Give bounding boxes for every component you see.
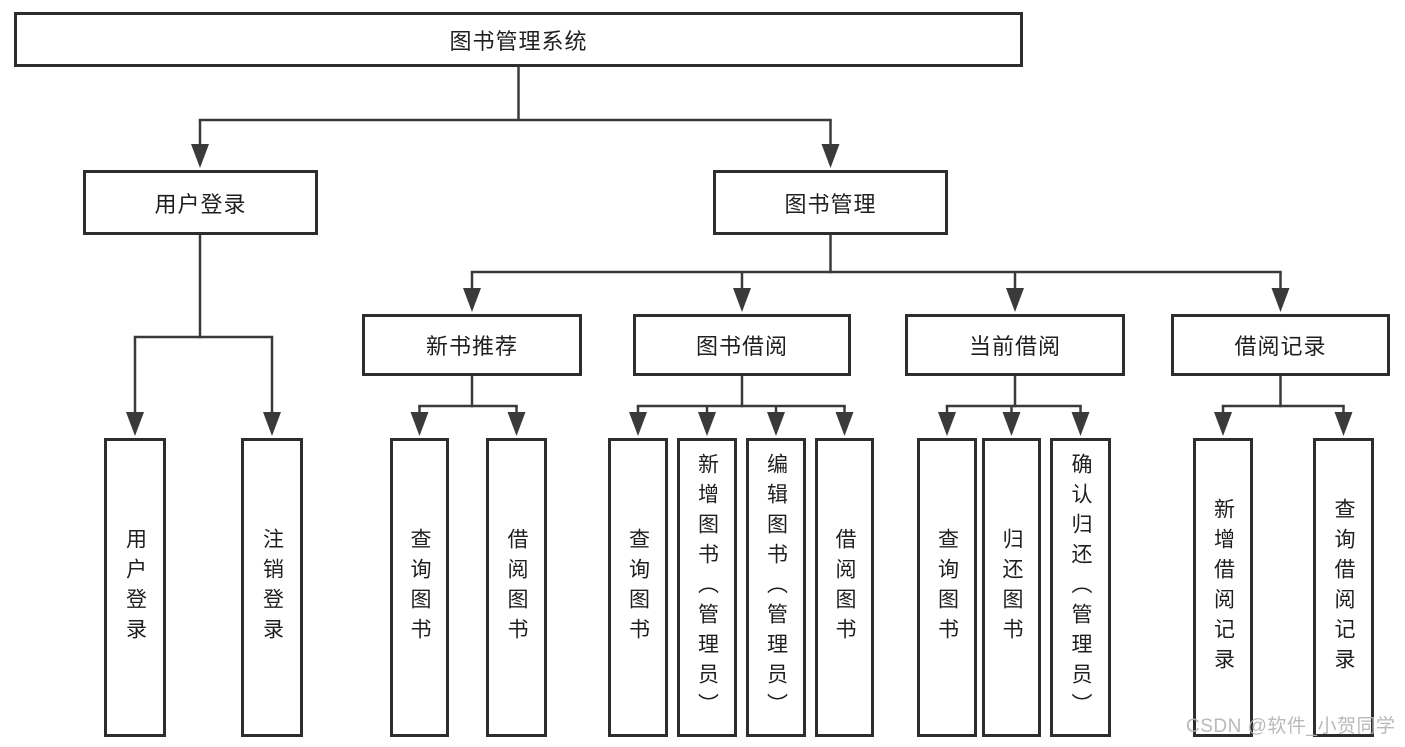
node-library-management-system: 图书管理系统 bbox=[14, 12, 1023, 67]
node-book-borrowing: 图书借阅 bbox=[633, 314, 851, 376]
leaf-borrowing-edit-books-admin: 编辑图书（管理员） bbox=[746, 438, 806, 737]
leaf-newbooks-query-books: 查询图书 bbox=[390, 438, 449, 737]
leaf-borrowing-add-books-admin: 新增图书（管理员） bbox=[677, 438, 737, 737]
leaf-records-add-borrow-record: 新增借阅记录 bbox=[1193, 438, 1253, 737]
leaf-current-query-books: 查询图书 bbox=[917, 438, 977, 737]
node-current-borrowing: 当前借阅 bbox=[905, 314, 1125, 376]
node-borrowing-records: 借阅记录 bbox=[1171, 314, 1390, 376]
leaf-borrowing-borrow-books: 借阅图书 bbox=[815, 438, 874, 737]
leaf-records-query-borrow-record: 查询借阅记录 bbox=[1313, 438, 1374, 737]
node-user-login: 用户登录 bbox=[83, 170, 318, 235]
leaf-borrowing-query-books: 查询图书 bbox=[608, 438, 668, 737]
leaf-logout: 注销登录 bbox=[241, 438, 303, 737]
leaf-current-return-books: 归还图书 bbox=[982, 438, 1041, 737]
csdn-watermark: CSDN @软件_小贺同学 bbox=[1186, 716, 1396, 737]
node-new-book-recommendation: 新书推荐 bbox=[362, 314, 582, 376]
leaf-newbooks-borrow-books: 借阅图书 bbox=[486, 438, 547, 737]
leaf-user-login: 用户登录 bbox=[104, 438, 166, 737]
leaf-current-confirm-return-admin: 确认归还（管理员） bbox=[1050, 438, 1111, 737]
node-book-management: 图书管理 bbox=[713, 170, 948, 235]
